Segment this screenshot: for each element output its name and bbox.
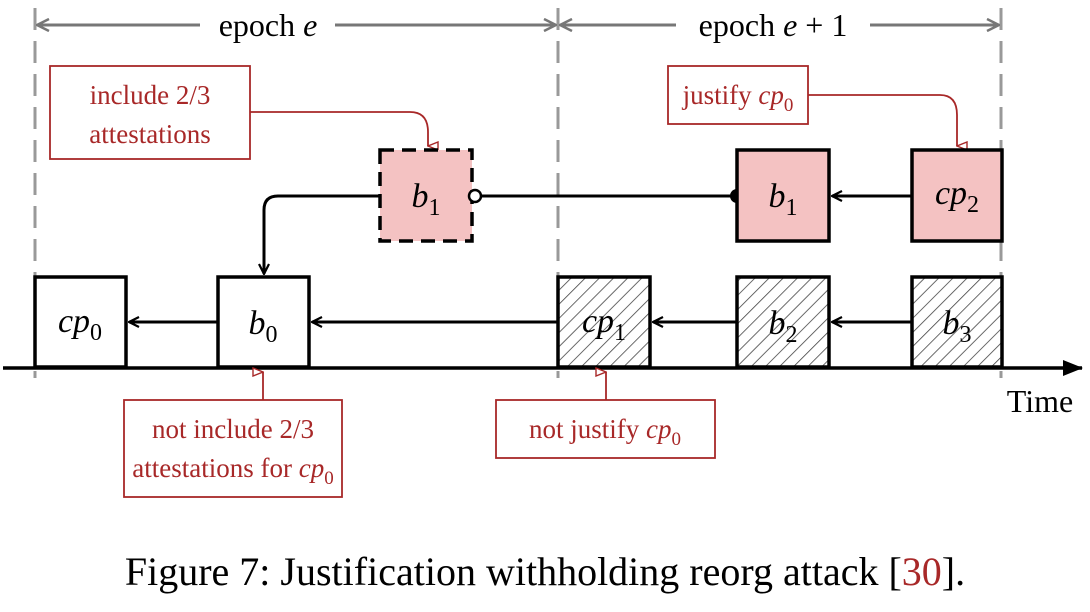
svg-text:cp2: cp2 [935,175,979,218]
annotation-not-include-attestations: not include 2/3 attestations for cp0 [123,372,343,498]
svg-text:justify cp0: justify cp0 [682,80,794,116]
svg-text:b1: b1 [412,178,441,221]
block-cp1: cp1 [556,275,652,369]
citation-link[interactable]: 30 [901,549,942,594]
block-b0: b0 [216,275,311,369]
caption-text: Figure 7: Justification withholding reor… [124,549,902,594]
epoch-e-plus-1-span: epoch e + 1 [560,7,999,43]
figure-caption: Figure 7: Justification withholding reor… [0,548,1090,595]
edge-b1-to-b1-withheld [467,188,744,204]
svg-text:not include 2/3: not include 2/3 [152,414,314,444]
epoch-e-span: epoch e [37,7,556,43]
block-b1-withheld: b1 [378,148,474,243]
block-b1: b1 [735,148,831,243]
annotation-not-justify-cp0: not justify cp0 [495,372,716,459]
annotation-justify-cp0: justify cp0 [667,65,957,146]
caption-suffix: ]. [941,549,966,594]
svg-text:b2: b2 [769,305,798,348]
block-cp2: cp2 [910,148,1004,243]
svg-text:attestations for cp0: attestations for cp0 [132,453,333,489]
epoch-e-plus-1-label: epoch e + 1 [699,7,848,43]
svg-text:b3: b3 [943,305,972,348]
svg-text:not justify cp0: not justify cp0 [529,414,681,450]
block-b3: b3 [910,275,1004,369]
epoch-e-label: epoch e [219,7,318,43]
block-cp0: cp0 [33,275,128,369]
edge-b1-withheld-to-b0 [264,194,380,274]
time-axis-label: Time [1007,383,1073,419]
svg-text:cp0: cp0 [58,303,102,346]
svg-text:include 2/3: include 2/3 [90,80,211,110]
svg-text:cp1: cp1 [582,303,626,346]
svg-text:b1: b1 [769,178,798,221]
svg-text:b0: b0 [249,305,278,348]
svg-text:attestations: attestations [89,119,210,149]
annotation-include-attestations: include 2/3 attestations [49,65,428,160]
block-b2: b2 [735,275,831,369]
